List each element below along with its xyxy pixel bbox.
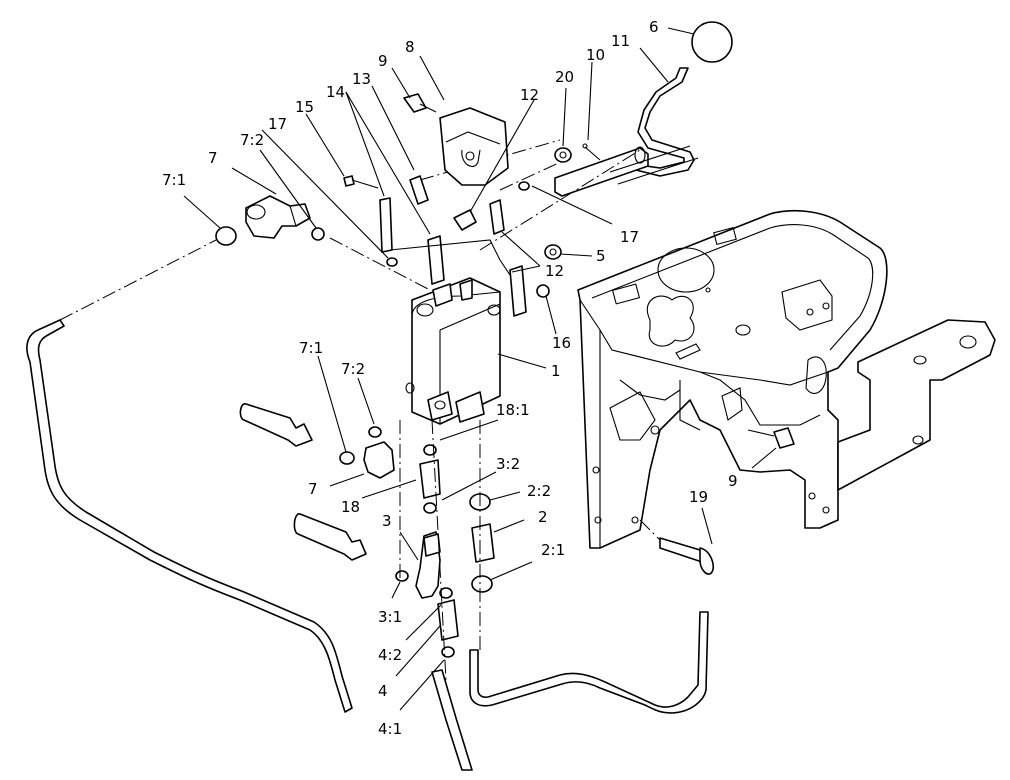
nut-16 — [536, 284, 550, 298]
callout-labels: 6 11 8 9 20 10 13 14 12 15 17 7:2 7 7:1 … — [162, 18, 738, 738]
control-lever — [631, 21, 733, 177]
callout-20: 20 — [555, 68, 574, 86]
hydraulic-valve — [405, 277, 501, 425]
callout-2: 2 — [538, 508, 548, 526]
callout-6: 6 — [649, 18, 659, 36]
callout-4-1: 4:1 — [378, 720, 402, 738]
side-bracket-plate — [837, 319, 996, 491]
callout-9-right: 9 — [728, 472, 738, 490]
callout-7-2-mid: 7:2 — [341, 360, 365, 378]
callout-7-1-top: 7:1 — [162, 171, 186, 189]
lever-shaft — [419, 139, 699, 251]
callout-18-1: 18:1 — [496, 401, 530, 419]
lower-hydraulic-tube — [469, 611, 709, 714]
washer-17-left — [386, 257, 398, 267]
callout-14: 14 — [326, 83, 345, 101]
bolt-right — [747, 427, 795, 449]
mounting-bracket — [577, 209, 888, 549]
return-tube — [431, 669, 473, 771]
fitting-4 — [437, 587, 459, 658]
link-bars — [379, 197, 527, 317]
callout-3-2: 3:2 — [496, 455, 520, 473]
o-ring-3-2 — [423, 502, 437, 514]
callout-12-top: 12 — [520, 86, 539, 104]
o-ring-7-1-top — [215, 226, 237, 246]
spacer-13 — [409, 175, 429, 205]
callout-7-1-mid: 7:1 — [299, 339, 323, 357]
callout-17-left: 17 — [268, 115, 287, 133]
ball-joint — [453, 209, 477, 231]
o-ring-7-2-mid — [368, 426, 382, 438]
elbow-fitting-top — [245, 195, 311, 239]
callout-4-2: 4:2 — [378, 646, 402, 664]
long-hydraulic-tube — [26, 319, 353, 713]
detent-housing — [439, 107, 509, 186]
callout-12-mid: 12 — [545, 262, 564, 280]
callout-3-1: 3:1 — [378, 608, 402, 626]
o-ring-3-1 — [395, 570, 409, 582]
callout-13: 13 — [352, 70, 371, 88]
leader-lines — [183, 27, 777, 711]
bolt-19 — [659, 537, 715, 575]
bolt-top — [403, 93, 437, 113]
callout-11: 11 — [611, 32, 630, 50]
callout-15: 15 — [295, 98, 314, 116]
fitting-2 — [469, 493, 495, 593]
hose-end-lower — [293, 513, 367, 561]
center-lines — [59, 237, 661, 681]
callout-7-2-top: 7:2 — [240, 131, 264, 149]
callout-2-1: 2:1 — [541, 541, 565, 559]
lever-knob — [691, 21, 733, 63]
callout-8: 8 — [405, 38, 415, 56]
o-ring-7-2-top — [311, 227, 325, 241]
o-ring-7-1-mid — [339, 451, 355, 465]
callout-18: 18 — [341, 498, 360, 516]
callout-5: 5 — [596, 247, 606, 265]
pin-10 — [582, 143, 601, 161]
hose-end-upper — [239, 403, 313, 447]
nut-5 — [544, 244, 562, 260]
washer-17-right — [518, 181, 530, 191]
callout-10: 10 — [586, 46, 605, 64]
callout-2-2: 2:2 — [527, 482, 551, 500]
callout-9-top: 9 — [378, 52, 388, 70]
callout-7-top: 7 — [208, 149, 218, 167]
callout-19: 19 — [689, 488, 708, 506]
fitting-18 — [419, 444, 441, 499]
callout-1: 1 — [551, 362, 561, 380]
callout-17-right: 17 — [620, 228, 639, 246]
elbow-fitting-3 — [415, 531, 441, 599]
bolt-15 — [343, 175, 379, 189]
callout-3: 3 — [382, 512, 392, 530]
callout-16: 16 — [552, 334, 571, 352]
washer-20 — [554, 147, 572, 163]
callout-4: 4 — [378, 682, 388, 700]
elbow-fitting-middle — [363, 441, 395, 479]
callout-7-mid: 7 — [308, 480, 318, 498]
